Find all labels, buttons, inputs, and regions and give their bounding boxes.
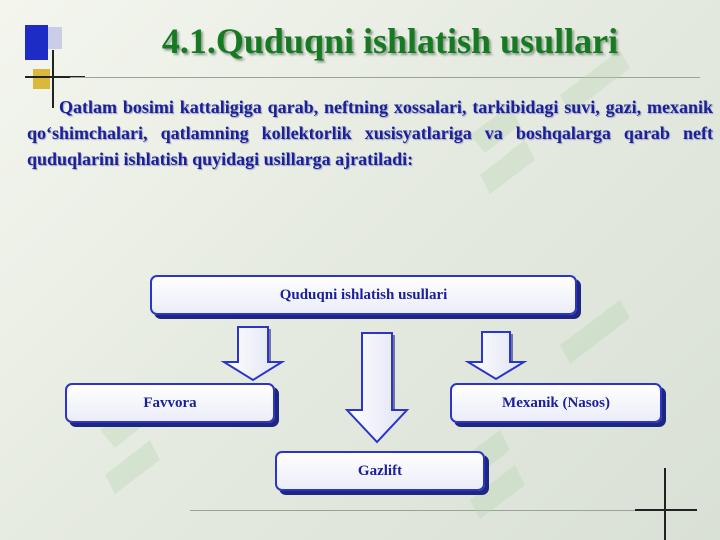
decor-blue-square [25,25,48,60]
footer-line [190,510,635,511]
favvora-box: Favvora [65,383,275,423]
title-underline [70,77,700,78]
arrow-to-favvora [220,326,286,382]
favvora-label: Favvora [143,394,197,411]
decor-vertical-line [52,50,54,108]
slide-title: 4.1.Quduqni ishlatish usullari [161,21,619,61]
root-method-box: Quduqni ishlatish usullari [150,275,577,315]
mexanik-label: Mexanik (Nasos) [502,394,610,411]
decor-horizontal-line [25,76,85,78]
arrow-to-gazlift [344,332,410,444]
root-method-label: Quduqni ishlatish usullari [279,286,448,303]
decor-yellow-square [33,69,50,89]
gazlift-label: Gazlift [357,462,403,479]
decor-corner-horizontal-line [635,509,697,511]
decor-light-square [48,27,62,49]
gazlift-box: Gazlift [275,451,485,491]
decor-corner-vertical-line [664,468,666,540]
slide-paragraph: Qatlam bosimi kattaligiga qarab, neftnin… [27,97,713,169]
arrow-to-mexanik [464,331,528,381]
mexanik-box: Mexanik (Nasos) [450,383,662,423]
